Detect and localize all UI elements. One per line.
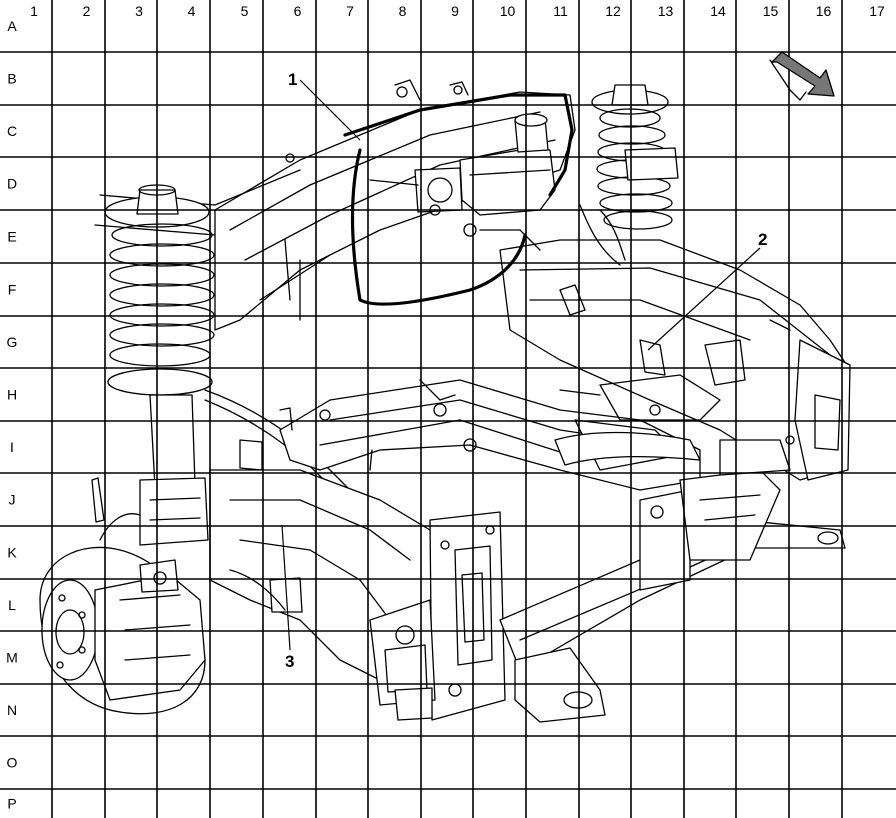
column-label: 6 (294, 3, 302, 19)
brake-master-cylinder (369, 113, 556, 251)
row-label: N (7, 702, 17, 718)
column-label: 4 (188, 3, 196, 19)
column-label: 8 (399, 3, 407, 19)
column-label: 13 (658, 3, 674, 19)
rear-crossbar (499, 439, 846, 723)
row-label: B (7, 71, 16, 87)
column-label: 5 (241, 3, 249, 19)
callout-3: 3 (281, 524, 294, 671)
callout-2: 2 (647, 230, 767, 351)
column-label: 12 (605, 3, 621, 19)
callout-3-label: 3 (285, 652, 294, 671)
column-label: 17 (869, 3, 885, 19)
callout-2-label: 2 (758, 230, 767, 249)
row-label: E (7, 229, 16, 245)
callout-1-label: 1 (288, 70, 297, 89)
column-label: 1 (30, 3, 38, 19)
left-hub-and-brake (39, 513, 206, 715)
front-suspension-illustration (39, 79, 851, 723)
right-frame-rail (499, 239, 851, 481)
column-label: 9 (451, 3, 459, 19)
connector-details (91, 79, 469, 523)
row-label: A (7, 18, 17, 34)
brake-line-loop (350, 148, 527, 306)
brake-line-upper (343, 93, 574, 197)
column-label: 3 (135, 3, 143, 19)
row-label: H (7, 387, 17, 403)
right-control-arm (554, 339, 721, 466)
row-label: G (7, 334, 18, 350)
row-labels: A B C D E F G H I J K L M N O P (6, 18, 18, 812)
column-label: 11 (553, 3, 568, 19)
callout-1: 1 (288, 70, 361, 141)
row-label: F (8, 282, 17, 298)
row-label: P (7, 796, 16, 812)
column-label: 10 (500, 3, 516, 19)
left-strut-assembly (104, 184, 215, 546)
column-label: 7 (346, 3, 354, 19)
row-label: C (7, 123, 17, 139)
mount-bracket-plate (369, 511, 506, 721)
column-label: 2 (83, 3, 91, 19)
column-label: 15 (763, 3, 779, 19)
row-label: D (7, 176, 17, 192)
column-label: 14 (710, 3, 726, 19)
row-label: K (7, 545, 17, 561)
row-label: J (9, 492, 16, 508)
front-direction-arrow-icon (769, 51, 835, 101)
column-label: 16 (816, 3, 832, 19)
row-label: O (7, 755, 18, 771)
row-label: I (10, 439, 14, 455)
row-label: L (8, 597, 16, 613)
right-strut-assembly (579, 84, 679, 266)
row-label: M (6, 650, 18, 666)
